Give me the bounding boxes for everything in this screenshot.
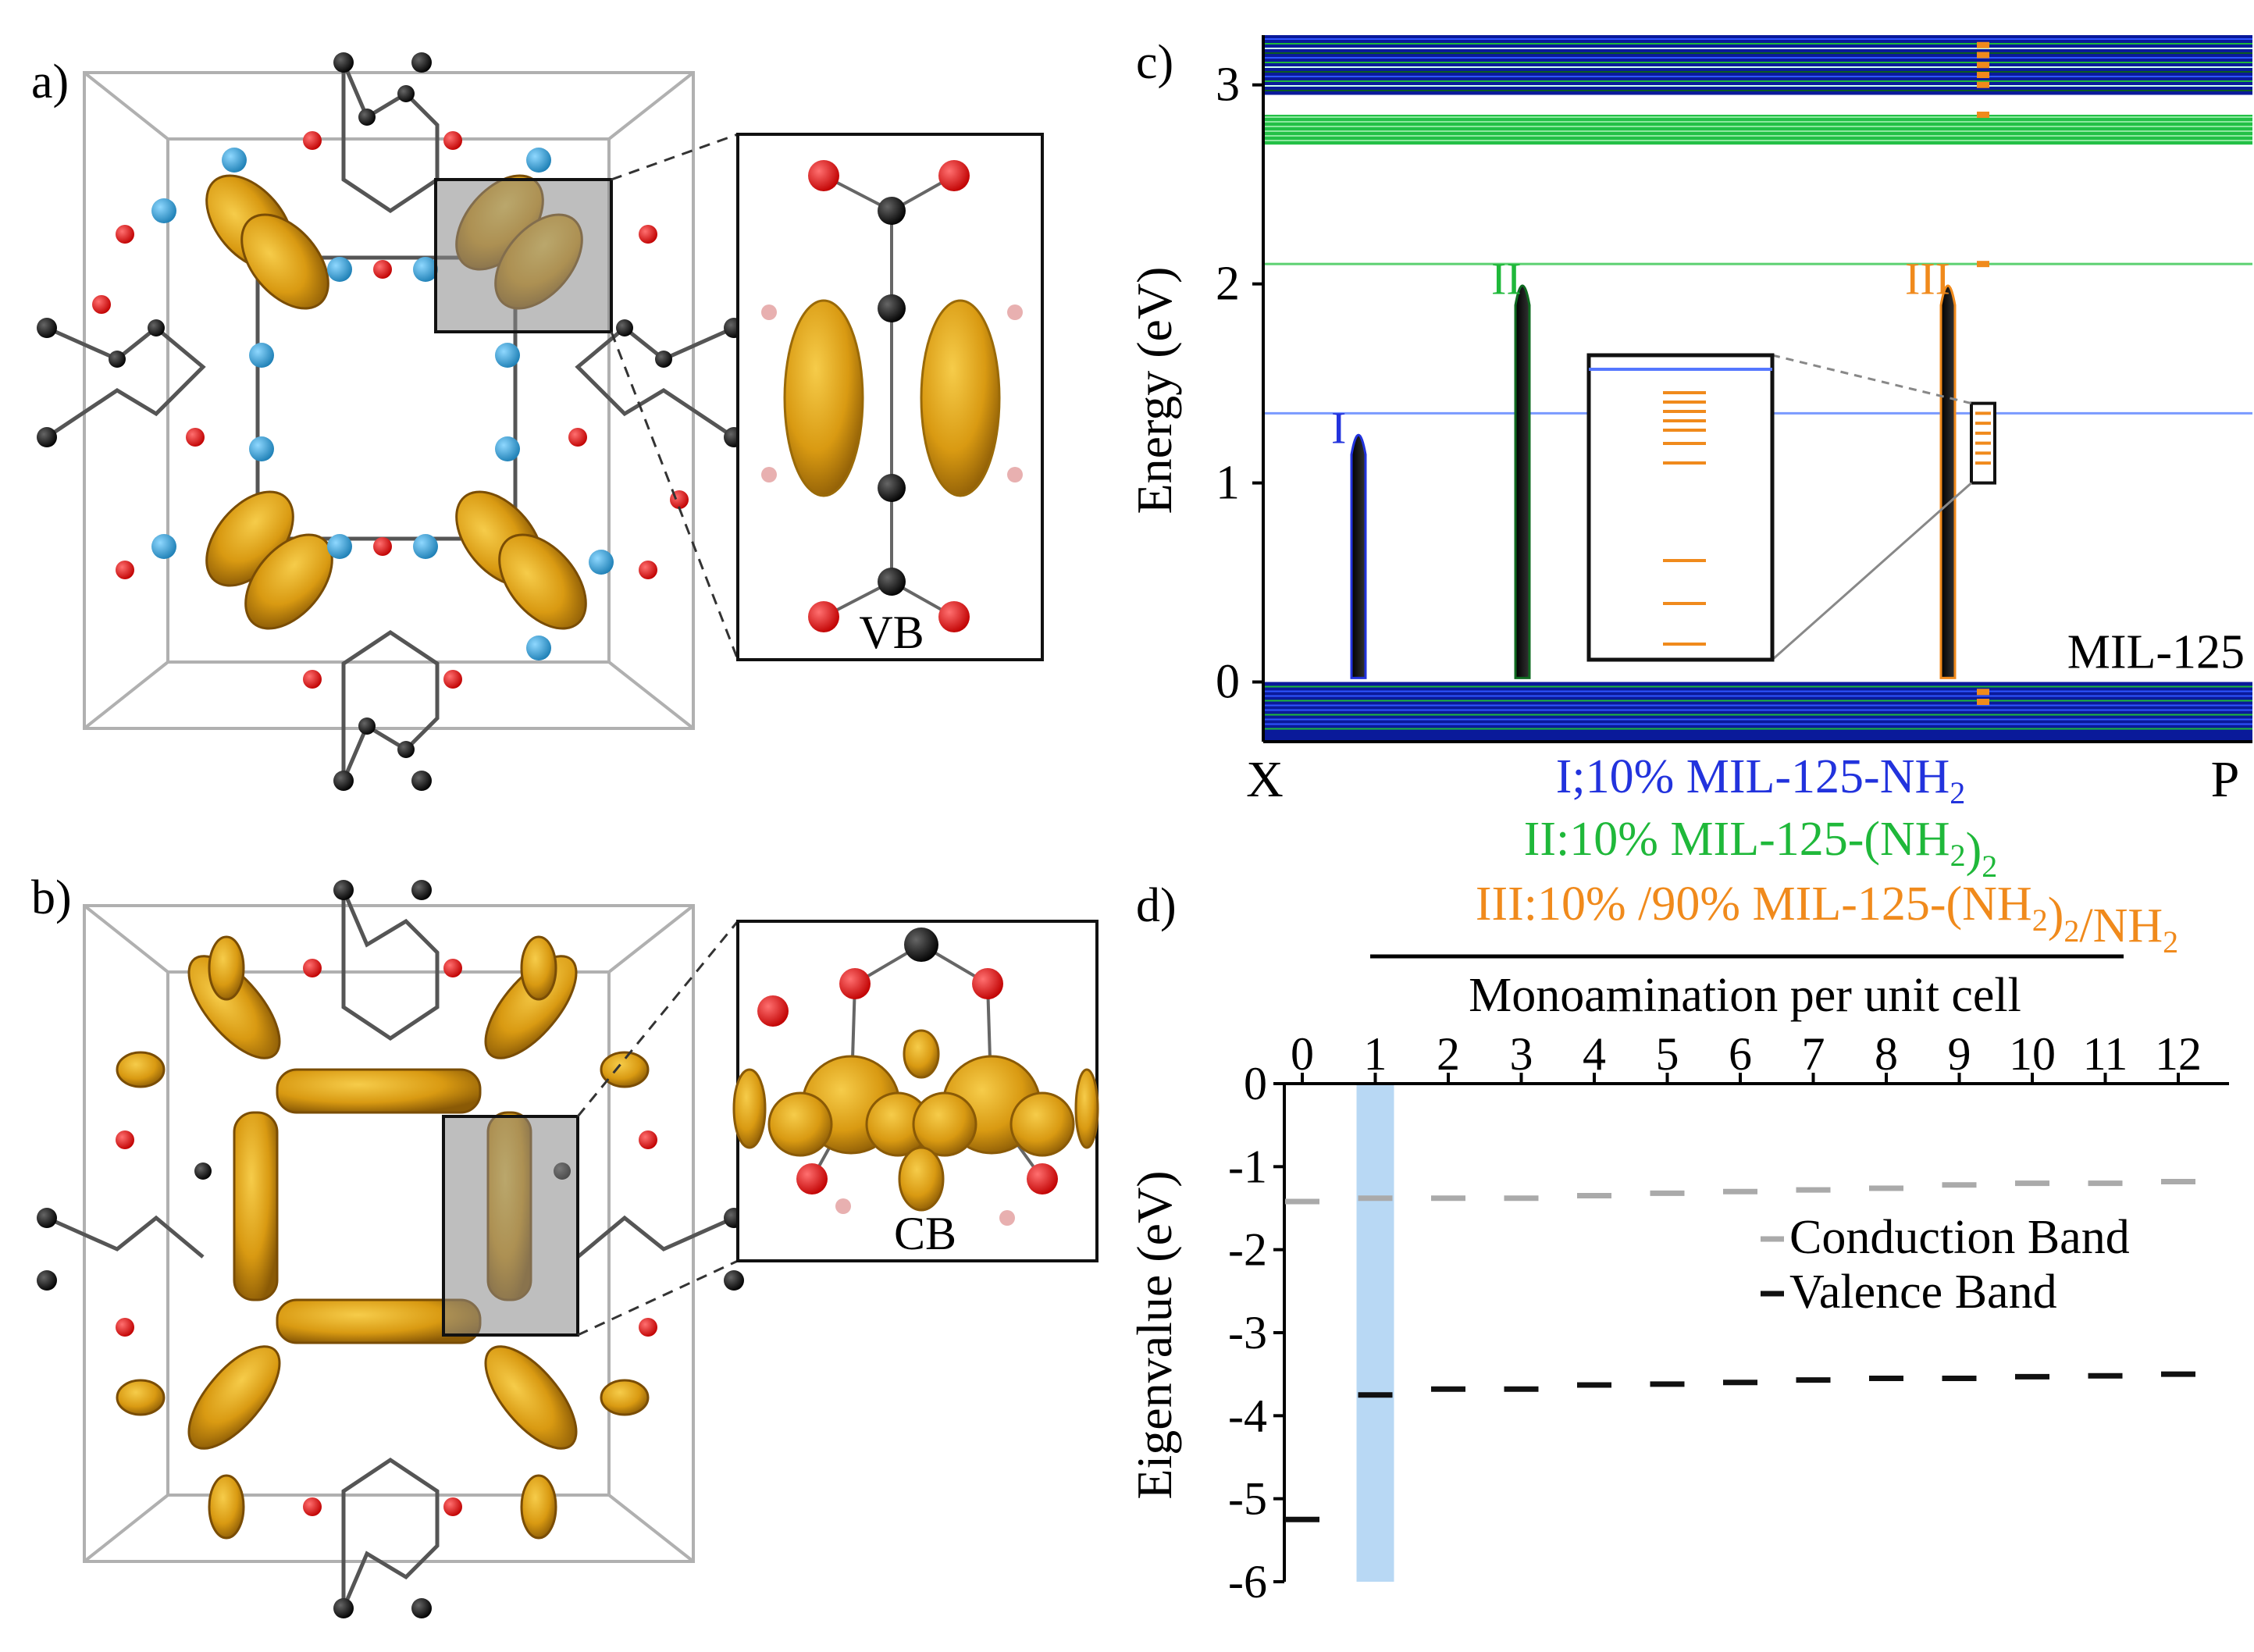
legend-label-d: Conduction Band xyxy=(1789,1211,2130,1264)
inset-cb: CB xyxy=(732,920,1099,1262)
framework-structure-a xyxy=(37,52,744,791)
x-tick-label-d: 4 xyxy=(1583,1028,1606,1080)
panel-c-label: c) xyxy=(1136,36,1173,89)
unit-cell-box xyxy=(83,71,695,730)
gap-state-spike-III xyxy=(1939,284,1957,679)
inset-vb-label: VB xyxy=(859,607,924,658)
y-tick-label-d: -3 xyxy=(1228,1307,1267,1358)
conduction-band-green-region xyxy=(1263,114,2252,145)
x-tick-label-d: 7 xyxy=(1802,1028,1825,1080)
x-tick-label-d: 10 xyxy=(2009,1028,2056,1080)
zoom-inset xyxy=(1586,353,1775,662)
y-tick-label-c: 1 xyxy=(1216,457,1240,510)
legend-entry-I: I;10% MIL-125-NH2 xyxy=(1556,750,1966,810)
framework-structure-b xyxy=(37,880,744,1618)
y-tick-label-c: 2 xyxy=(1216,258,1240,311)
x-tick-label-d: 3 xyxy=(1510,1028,1533,1080)
y-tick-label-d: -5 xyxy=(1228,1473,1267,1525)
y-axis-title-d: Eigenvalue (eV) xyxy=(1127,1170,1182,1499)
x-tick-label-d: 5 xyxy=(1656,1028,1679,1080)
y-tick-label-d: -4 xyxy=(1228,1390,1267,1441)
x-tick-label-d: 0 xyxy=(1291,1028,1314,1080)
panel-b-label: b) xyxy=(31,871,72,924)
chart-title-d: Monoamination per unit cell xyxy=(1469,969,2021,1022)
y-axis-title-c: Energy (eV) xyxy=(1127,267,1182,514)
y-tick-label-d: -6 xyxy=(1228,1556,1267,1607)
corner-label-c: MIL-125 xyxy=(2067,626,2245,679)
orange-level-mark xyxy=(1977,111,1989,118)
x-tick-label-d: 11 xyxy=(2083,1028,2128,1080)
x-tick-label-d: 2 xyxy=(1437,1028,1460,1080)
x-tick-label-d: 8 xyxy=(1875,1028,1898,1080)
panel-a: a) xyxy=(31,52,1044,791)
inset-cb-label: CB xyxy=(894,1208,956,1259)
gap-state-spike-II xyxy=(1514,284,1531,679)
panel-d-label: d) xyxy=(1136,879,1177,932)
gap-state-label-II: II xyxy=(1491,253,1522,304)
orange-level-mark xyxy=(1977,261,1989,268)
orange-level-mark xyxy=(1977,41,1989,48)
zoom-connector-bottom xyxy=(1772,482,1972,661)
y-tick-label-d: 0 xyxy=(1244,1058,1267,1109)
y-tick-label-d: -2 xyxy=(1228,1224,1267,1276)
x-tick-label-d: 1 xyxy=(1364,1028,1387,1080)
orange-level-mark xyxy=(1977,71,1989,78)
panel-a-label: a) xyxy=(31,55,69,109)
legend-entry-III: III:10% /90% MIL-125-(NH2)2/NH2 xyxy=(1476,878,2178,960)
orange-level-mark xyxy=(1977,62,1989,69)
orange-level-mark xyxy=(1977,81,1989,88)
y-tick-label-d: -1 xyxy=(1228,1141,1267,1192)
orange-level-mark xyxy=(1977,689,1989,696)
gap-state-label-III: III xyxy=(1905,253,1950,304)
selection-box-a xyxy=(434,178,613,333)
panel-b: b) xyxy=(31,871,1099,1618)
vb-orbital-lobe-left xyxy=(783,299,864,497)
y-tick-label-c: 0 xyxy=(1216,656,1240,709)
y-tick-label-c: 3 xyxy=(1216,59,1240,112)
orange-level-mark xyxy=(1977,52,1989,59)
inset-vb: VB xyxy=(736,133,1044,661)
vb-orbital-lobe-right xyxy=(920,299,1001,497)
legend-entry-II: II:10% MIL-125-(NH2)2 xyxy=(1524,813,1997,884)
gap-state-label-I: I xyxy=(1331,403,1346,454)
orange-level-mark xyxy=(1977,699,1989,706)
x-tick-label-d: 6 xyxy=(1729,1028,1752,1080)
legend-label-d: Valence Band xyxy=(1789,1266,2057,1319)
conduction-band-region xyxy=(1263,35,2252,95)
x-tick-label-d: 9 xyxy=(1948,1028,1971,1080)
highlight-band xyxy=(1356,1084,1394,1582)
x-axis-label-right-c: P xyxy=(2211,751,2240,808)
gap-state-spike-I xyxy=(1350,433,1367,679)
x-axis-label-left-c: X xyxy=(1246,751,1284,808)
x-tick-label-d: 12 xyxy=(2155,1028,2202,1080)
selection-box-b xyxy=(442,1115,579,1337)
zoom-connector-top xyxy=(1772,354,1972,405)
